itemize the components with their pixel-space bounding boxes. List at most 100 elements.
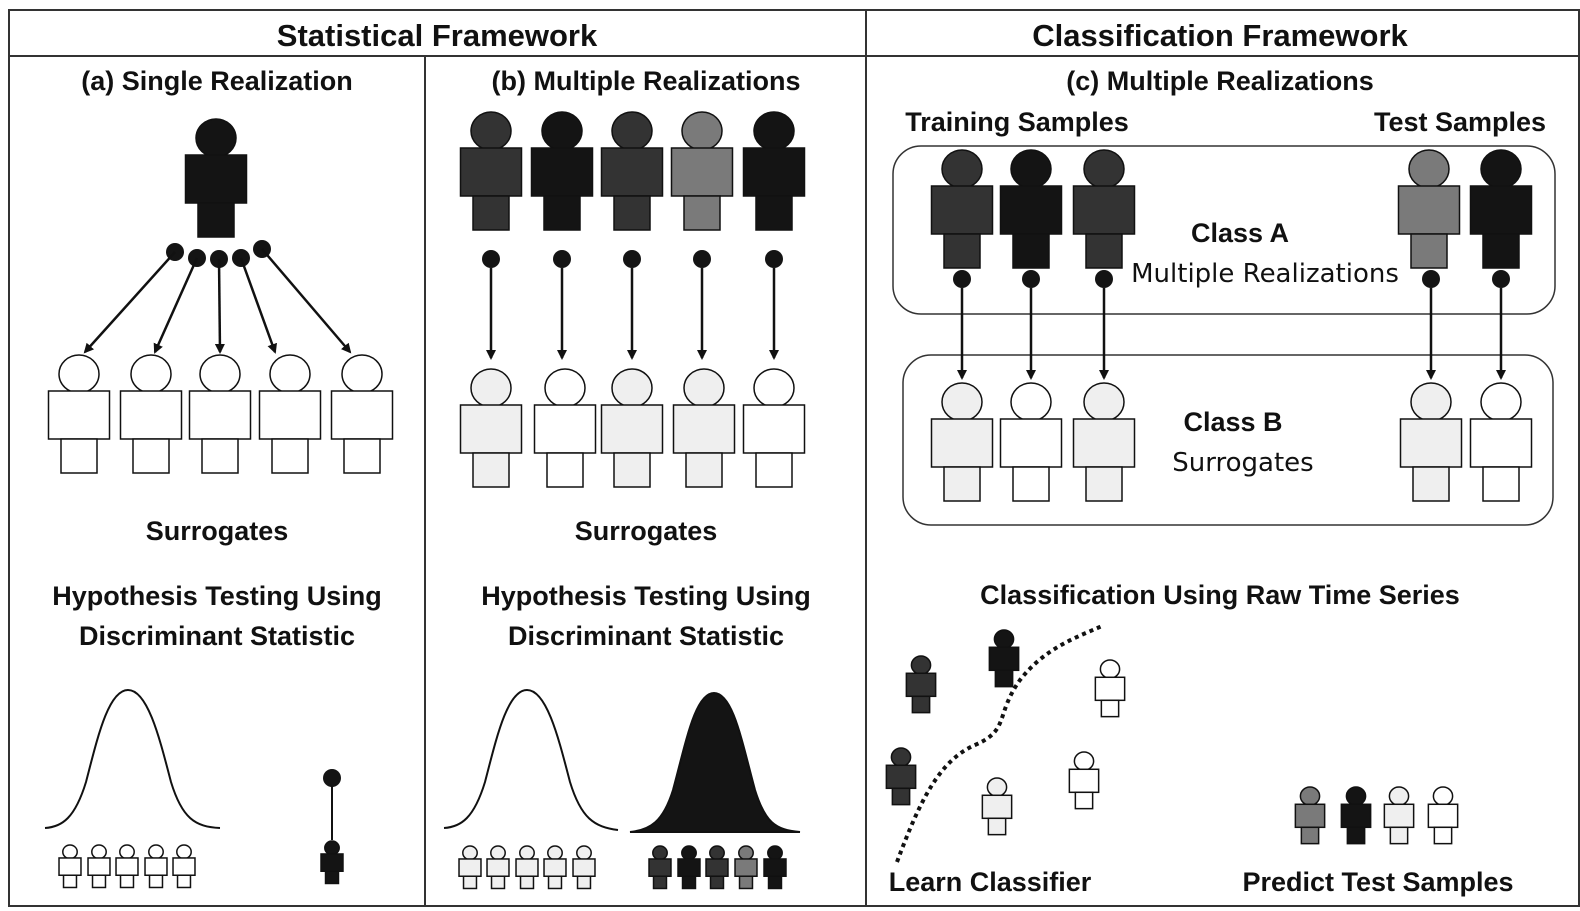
panel-a-surrogate-1 [47,354,111,474]
class-a-test-figures [1397,149,1533,269]
panel-b-mini-realization-1 [648,845,672,890]
panel-a-mini-surrogate-3-head [119,844,135,860]
panel-a-arrow-2 [153,257,199,354]
panel-a-mini-surrogate-4 [144,844,168,889]
panel-b-mini-surrogate-4-head [547,845,563,861]
panel-a-mini-surrogate-1-legs [62,874,78,889]
panel-b-surrogate-2 [533,368,597,488]
predict-figure-2-legs [1346,826,1366,845]
scatter-figure-4-head [1099,659,1121,679]
original-figure [184,118,248,238]
scatter-figure-1-torso [905,672,937,698]
panel-b-mini-realization-4-head [738,845,754,861]
panel-a-surrogate-1-legs [60,438,98,474]
class-b-training-3 [1072,382,1136,502]
panel-b-surrogate-5-torso [742,404,806,454]
class-a-test-1-legs [1410,233,1448,269]
panel-a-title: (a) Single Realization [81,66,353,96]
learn-classifier-label: Learn Classifier [889,867,1092,897]
scatter-figure-2-legs [994,669,1014,688]
class-a-training-1-head [941,149,983,189]
panel-b-surrogate-2-torso [533,404,597,454]
panel-a-surrogate-3-head [199,354,241,394]
panel-a-mini-surrogate-2-torso [87,857,111,876]
class-a-test-1-head [1408,149,1450,189]
panel-b-mini-surrogate-1 [458,845,482,890]
scatter-figure-4-torso [1094,676,1126,702]
class-b-training-1 [930,382,994,502]
panel-c-dot-4 [1422,270,1440,288]
class-b-training-2 [999,382,1063,502]
panel-a-mini-surrogate-2-legs [91,874,107,889]
panel-b-mini-surrogate-3-legs [519,875,535,890]
class-b-test-figures [1399,382,1533,502]
panel-b-realization-5-head [753,111,795,151]
panel-a-mini-surrogate-2-head [91,844,107,860]
panel-b-mini-realization-4 [734,845,758,890]
panel-b-mini-realization-1-torso [648,858,672,877]
panel-b-mini-realization-3-torso [705,858,729,877]
class-a-box [892,145,1556,315]
panel-a-surrogate-2-torso [119,390,183,440]
panel-b-hypothesis-line1: Hypothesis Testing Using [481,581,811,611]
panel-b-realization-5 [742,111,806,231]
original-figure-legs [197,202,235,238]
predict-figure-1-torso [1294,803,1326,829]
panel-b-realization-figures [459,111,806,231]
class-b-training-3-head [1083,382,1125,422]
panel-b-dot-3 [623,250,641,268]
panel-a-surrogate-3 [188,354,252,474]
class-b-training-2-legs [1012,466,1050,502]
panel-b-hypothesis-line2: Discriminant Statistic [508,621,784,651]
class-a-test-2-head [1480,149,1522,189]
panel-a-surrogate-distribution-curve [44,688,221,829]
scatter-figure-6-head [1073,751,1095,771]
scatter-figure-2-torso [988,646,1020,672]
class-b-training-2-head [1010,382,1052,422]
scatter-figure-4-legs [1100,699,1120,718]
classification-title: Classification Using Raw Time Series [980,580,1460,610]
panel-a-mini-surrogate-3-legs [119,874,135,889]
panel-b-mini-surrogate-5-head [576,845,592,861]
panel-b-arrows [482,250,783,360]
class-a-test-1-torso [1397,185,1461,235]
panel-b-surrogate-3-legs [613,452,651,488]
panel-b-mini-realization-5-head [767,845,783,861]
panel-b-realization-5-torso [742,147,806,197]
panel-b-surrogate-3-torso [600,404,664,454]
panel-b-realization-4-legs [683,195,721,231]
predict-test-samples-label: Predict Test Samples [1242,867,1513,897]
panel-a-surrogate-5-head [341,354,383,394]
test-samples-label: Test Samples [1374,107,1546,137]
panel-a-arrows [83,248,352,354]
statistic-figure-legs [324,870,340,885]
panel-a-mini-surrogate-4-torso [144,857,168,876]
class-a-training-3-legs [1085,233,1123,269]
panel-b-mini-realization-1-head [652,845,668,861]
panel-b-surrogate-1-legs [472,452,510,488]
decision-boundary [895,624,1103,863]
statistic-dot [323,769,341,787]
predict-figure-3-torso [1383,803,1415,829]
class-a-sublabel: Multiple Realizations [1131,259,1399,289]
panel-a: Surrogates Hypothesis Testing Using Disc… [44,118,394,889]
panel-b-mini-surrogate-2-head [490,845,506,861]
statistical-framework-header: Statistical Framework [277,18,598,53]
class-b-test-2-legs [1482,466,1520,502]
panel-b-dot-1 [482,250,500,268]
scatter-figure-3 [885,747,917,806]
panel-a-surrogate-4-legs [271,438,309,474]
panel-b-mini-realization-2-head [681,845,697,861]
class-b-test-1-head [1410,382,1452,422]
panel-b-realization-3-head [611,111,653,151]
panel-c-dot-2 [1022,270,1040,288]
scatter-figure-1-legs [911,695,931,714]
class-a-training-1-torso [930,185,994,235]
class-a-training-1 [930,149,994,269]
panel-b-surrogate-5 [742,368,806,488]
panel-b-surrogate-1 [459,368,523,488]
scatter-figure-3-head [890,747,912,767]
statistic-figure-head [324,840,340,856]
panel-b-realization-1-torso [459,147,523,197]
panel-b-mini-realization-4-legs [738,875,754,890]
